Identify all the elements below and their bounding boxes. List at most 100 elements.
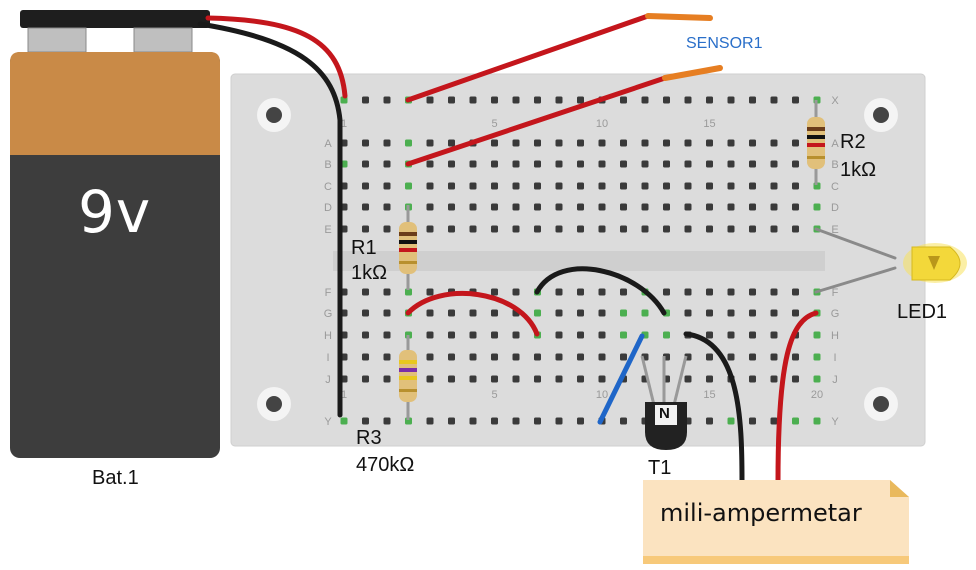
breadboard-hole [684, 96, 692, 104]
breadboard-hole [491, 353, 498, 361]
breadboard-hole [405, 288, 412, 296]
column-number: 15 [703, 118, 715, 130]
column-number: 20 [811, 389, 823, 401]
breadboard-hole [598, 375, 606, 383]
breadboard-grid-labels: XYYAABBCCDDEEFFGGHHIIJJ1155101015152020 [324, 95, 840, 428]
breadboard-hole [598, 182, 606, 190]
row-label: I [326, 352, 329, 364]
breadboard-hole [577, 309, 584, 317]
breadboard-hole [792, 160, 799, 168]
red-jumper-mid [405, 291, 540, 337]
r3-value-label: 470kΩ [356, 454, 415, 476]
breadboard-hole [577, 288, 584, 296]
breadboard-hole [792, 309, 799, 317]
rail-label: Y [324, 416, 332, 428]
breadboard-hole [448, 225, 455, 233]
breadboard-hole [426, 417, 434, 425]
breadboard-hole [383, 331, 391, 339]
breadboard-hole [448, 139, 455, 147]
breadboard-hole [555, 225, 563, 233]
breadboard-hole [469, 160, 477, 168]
row-label: C [324, 181, 332, 193]
breadboard-hole [577, 160, 584, 168]
breadboard-hole [749, 225, 756, 233]
led-lead-2 [814, 266, 897, 294]
breadboard-hole [684, 203, 692, 211]
breadboard-hole [727, 309, 735, 317]
breadboard-hole [448, 353, 455, 361]
breadboard-hole [727, 225, 735, 233]
breadboard-hole [577, 417, 584, 425]
breadboard-hole [577, 203, 584, 211]
breadboard-hole [405, 139, 412, 147]
breadboard-hole [770, 96, 778, 104]
meter-black-wire [683, 331, 745, 485]
breadboard-hole [426, 353, 434, 361]
breadboard-hole [749, 139, 756, 147]
breadboard-hole [663, 225, 670, 233]
battery-name-label: Bat.1 [92, 467, 139, 489]
breadboard-hole [706, 309, 713, 317]
breadboard-hole [706, 160, 713, 168]
breadboard-hole [534, 139, 541, 147]
breadboard-hole [641, 139, 649, 147]
resistor-r1 [399, 205, 417, 290]
breadboard-hole [813, 375, 821, 383]
meter-red-wire [775, 310, 819, 485]
breadboard-hole [706, 203, 713, 211]
breadboard-hole [555, 96, 563, 104]
breadboard-hole [598, 139, 606, 147]
breadboard-hole [512, 96, 520, 104]
breadboard-hole [706, 331, 713, 339]
breadboard-hole [469, 182, 477, 190]
breadboard-hole [426, 160, 434, 168]
breadboard-hole [362, 417, 369, 425]
row-label: B [831, 159, 838, 171]
breadboard-hole [727, 160, 735, 168]
breadboard-hole [770, 139, 778, 147]
breadboard-hole [749, 375, 756, 383]
column-number: 15 [703, 389, 715, 401]
r3-name-label: R3 [356, 427, 382, 449]
breadboard-hole [383, 375, 391, 383]
breadboard-hole [469, 203, 477, 211]
breadboard-hole [598, 288, 606, 296]
row-label: D [324, 202, 332, 214]
column-number: 1 [341, 118, 347, 130]
breadboard-hole [491, 375, 498, 383]
breadboard-hole [749, 160, 756, 168]
breadboard-hole [663, 139, 670, 147]
r2-name-label: R2 [840, 131, 866, 153]
breadboard-hole [727, 288, 735, 296]
breadboard-hole [383, 309, 391, 317]
breadboard-hole [663, 182, 670, 190]
transistor-name-label: T1 [648, 457, 672, 479]
led-1 [903, 243, 967, 283]
breadboard-hole [620, 417, 627, 425]
breadboard-hole [491, 96, 498, 104]
sensor-label: SENSOR1 [686, 35, 763, 52]
breadboard-hole [770, 375, 778, 383]
breadboard-hole [448, 160, 455, 168]
breadboard-hole [469, 375, 477, 383]
breadboard-hole [641, 182, 649, 190]
breadboard-hole [362, 225, 369, 233]
breadboard-hole [706, 182, 713, 190]
breadboard-hole [706, 375, 713, 383]
breadboard-hole [555, 375, 563, 383]
row-label: H [324, 330, 332, 342]
breadboard-hole [448, 203, 455, 211]
breadboard-hole [534, 160, 541, 168]
breadboard-hole [663, 96, 670, 104]
battery-black-wire [197, 21, 343, 418]
breadboard-hole [813, 203, 821, 211]
battery-voltage-label: 9v [78, 178, 152, 246]
breadboard-hole [727, 139, 735, 147]
breadboard-hole [770, 288, 778, 296]
breadboard-hole [598, 225, 606, 233]
breadboard-hole [512, 160, 520, 168]
breadboard-hole [426, 225, 434, 233]
breadboard-hole [770, 225, 778, 233]
breadboard-hole [405, 182, 412, 190]
breadboard-hole [534, 309, 541, 317]
